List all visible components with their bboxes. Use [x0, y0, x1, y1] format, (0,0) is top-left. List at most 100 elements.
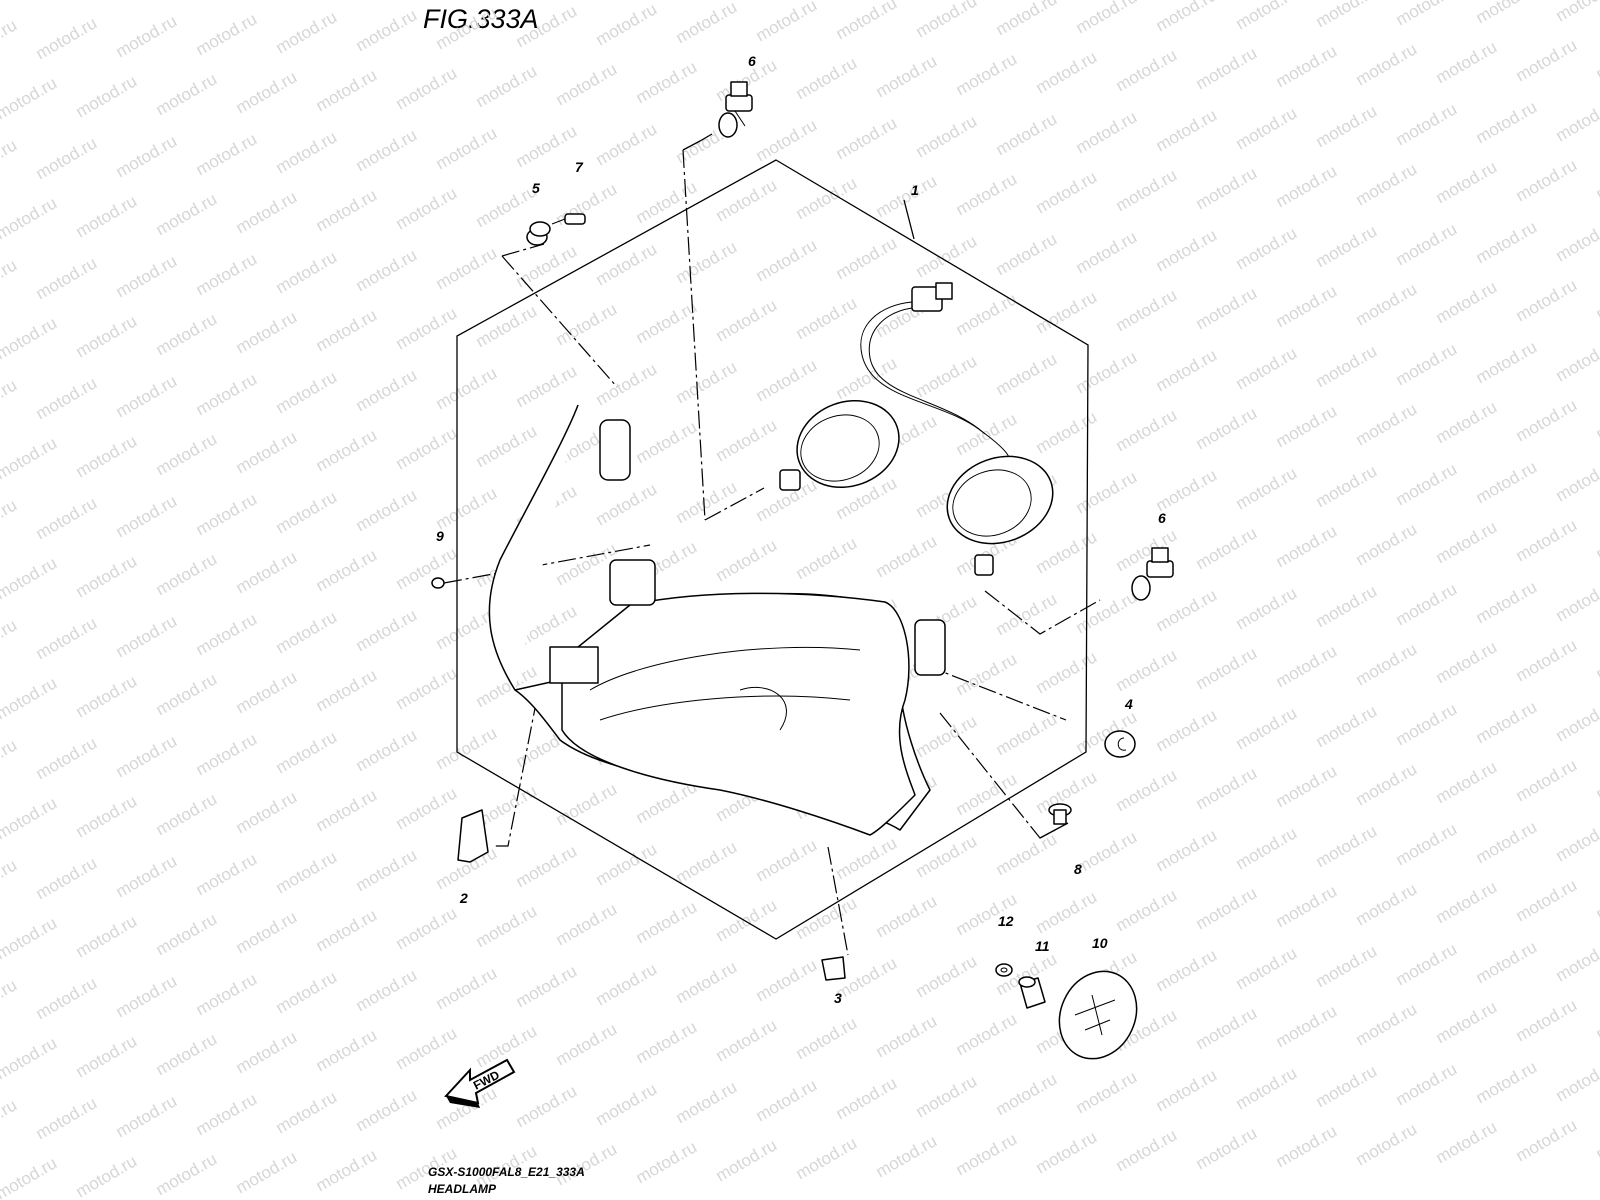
watermark-text: motod.ru	[993, 229, 1061, 279]
watermark-text: motod.ru	[1113, 405, 1181, 455]
watermark-text: motod.ru	[193, 849, 261, 899]
watermark-text: motod.ru	[1393, 339, 1461, 389]
watermark-text: motod.ru	[1593, 753, 1600, 803]
watermark-text: motod.ru	[873, 891, 941, 941]
watermark-text: motod.ru	[913, 111, 981, 161]
watermark-text: motod.ru	[1273, 761, 1341, 811]
watermark-text: motod.ru	[0, 1095, 20, 1145]
watermark-text: motod.ru	[1593, 993, 1600, 1043]
watermark-text: motod.ru	[193, 9, 261, 59]
watermark-text: motod.ru	[673, 837, 741, 887]
watermark-text: motod.ru	[1153, 705, 1221, 755]
watermark-text: motod.ru	[793, 293, 861, 343]
watermark-text: motod.ru	[1073, 227, 1141, 277]
watermark-text: motod.ru	[233, 667, 301, 717]
watermark-text: motod.ru	[1273, 401, 1341, 451]
watermark-text: motod.ru	[953, 49, 1021, 99]
watermark-text: motod.ru	[713, 175, 781, 225]
callout-9: 9	[436, 528, 444, 544]
watermark-text: motod.ru	[833, 353, 901, 403]
watermark-text: motod.ru	[233, 787, 301, 837]
watermark-text: motod.ru	[1193, 163, 1261, 213]
watermark-text: motod.ru	[1233, 463, 1301, 513]
watermark-text: motod.ru	[713, 415, 781, 465]
watermark-text: motod.ru	[113, 611, 181, 661]
watermark-text: motod.ru	[153, 189, 221, 239]
watermark-text: motod.ru	[1153, 1065, 1221, 1115]
watermark-text: motod.ru	[0, 1033, 60, 1083]
watermark-text: motod.ru	[113, 251, 181, 301]
socket-ring-left	[779, 399, 900, 491]
watermark-text: motod.ru	[33, 733, 101, 783]
watermark-text: motod.ru	[1193, 643, 1261, 693]
watermark-text: motod.ru	[1113, 1125, 1181, 1175]
watermark-text: motod.ru	[193, 609, 261, 659]
watermark-text: motod.ru	[33, 613, 101, 663]
watermark-text: motod.ru	[1073, 587, 1141, 637]
watermark-text: motod.ru	[1313, 341, 1381, 391]
watermark-text: motod.ru	[1313, 1061, 1381, 1111]
watermark-text: motod.ru	[833, 833, 901, 883]
watermark-text: motod.ru	[1593, 513, 1600, 563]
watermark-text: motod.ru	[793, 173, 861, 223]
watermark-text: motod.ru	[1393, 459, 1461, 509]
watermark-text: motod.ru	[1393, 819, 1461, 869]
pad-3	[821, 956, 846, 981]
watermark-text: motod.ru	[673, 357, 741, 407]
watermark-text: motod.ru	[633, 1017, 701, 1067]
watermark-text: motod.ru	[393, 543, 461, 593]
watermark-text: motod.ru	[553, 59, 621, 109]
watermark-text: motod.ru	[193, 729, 261, 779]
watermark-text: motod.ru	[993, 709, 1061, 759]
watermark-text: motod.ru	[593, 1079, 661, 1129]
callout-5: 5	[532, 180, 540, 196]
watermark-text: motod.ru	[953, 169, 1021, 219]
watermark-text: motod.ru	[1513, 995, 1581, 1045]
watermark-text: motod.ru	[1153, 585, 1221, 635]
watermark-text: motod.ru	[1513, 155, 1581, 205]
watermark-text: motod.ru	[1233, 823, 1301, 873]
assembly-boundary	[456, 159, 1089, 940]
watermark-text: motod.ru	[0, 193, 60, 243]
screw-upper	[551, 213, 586, 225]
watermark-text: motod.ru	[593, 359, 661, 409]
watermark-text: motod.ru	[1553, 455, 1600, 505]
watermark-text: motod.ru	[1473, 697, 1541, 747]
watermark-text: motod.ru	[1113, 285, 1181, 335]
watermark-text: motod.ru	[993, 349, 1061, 399]
watermark-text: motod.ru	[633, 897, 701, 947]
watermark-text: motod.ru	[0, 135, 20, 185]
watermark-text: motod.ru	[1273, 281, 1341, 331]
watermark-text: motod.ru	[1313, 461, 1381, 511]
watermark-text: motod.ru	[1073, 0, 1141, 37]
watermark-text: motod.ru	[433, 3, 501, 53]
watermark-text: motod.ru	[1353, 159, 1421, 209]
watermark-text: motod.ru	[153, 669, 221, 719]
watermark-text: motod.ru	[0, 0, 60, 3]
watermark-text: motod.ru	[993, 109, 1061, 159]
watermark-text: motod.ru	[393, 663, 461, 713]
watermark-text: motod.ru	[593, 0, 661, 49]
watermark-text: motod.ru	[113, 971, 181, 1021]
watermark-text: motod.ru	[1033, 407, 1101, 457]
watermark-text: motod.ru	[153, 909, 221, 959]
watermark-text: motod.ru	[153, 1149, 221, 1199]
watermark-text: motod.ru	[1153, 225, 1221, 275]
watermark-text: motod.ru	[0, 255, 20, 305]
watermark-text: motod.ru	[1393, 99, 1461, 149]
watermark-text: motod.ru	[113, 1091, 181, 1141]
watermark-text: motod.ru	[1193, 283, 1261, 333]
watermark-text: motod.ru	[753, 0, 821, 45]
watermark-text: motod.ru	[993, 0, 1061, 39]
watermark-text: motod.ru	[393, 783, 461, 833]
watermark-text: motod.ru	[1033, 47, 1101, 97]
watermark-text: motod.ru	[1433, 157, 1501, 207]
watermark-text: motod.ru	[0, 73, 60, 123]
watermark-text: motod.ru	[793, 893, 861, 943]
watermark-text: motod.ru	[113, 131, 181, 181]
watermark-text: motod.ru	[393, 303, 461, 353]
watermark-text: motod.ru	[673, 237, 741, 287]
watermark-text: motod.ru	[153, 1029, 221, 1079]
watermark-text: motod.ru	[593, 119, 661, 169]
watermark-text: motod.ru	[513, 961, 581, 1011]
